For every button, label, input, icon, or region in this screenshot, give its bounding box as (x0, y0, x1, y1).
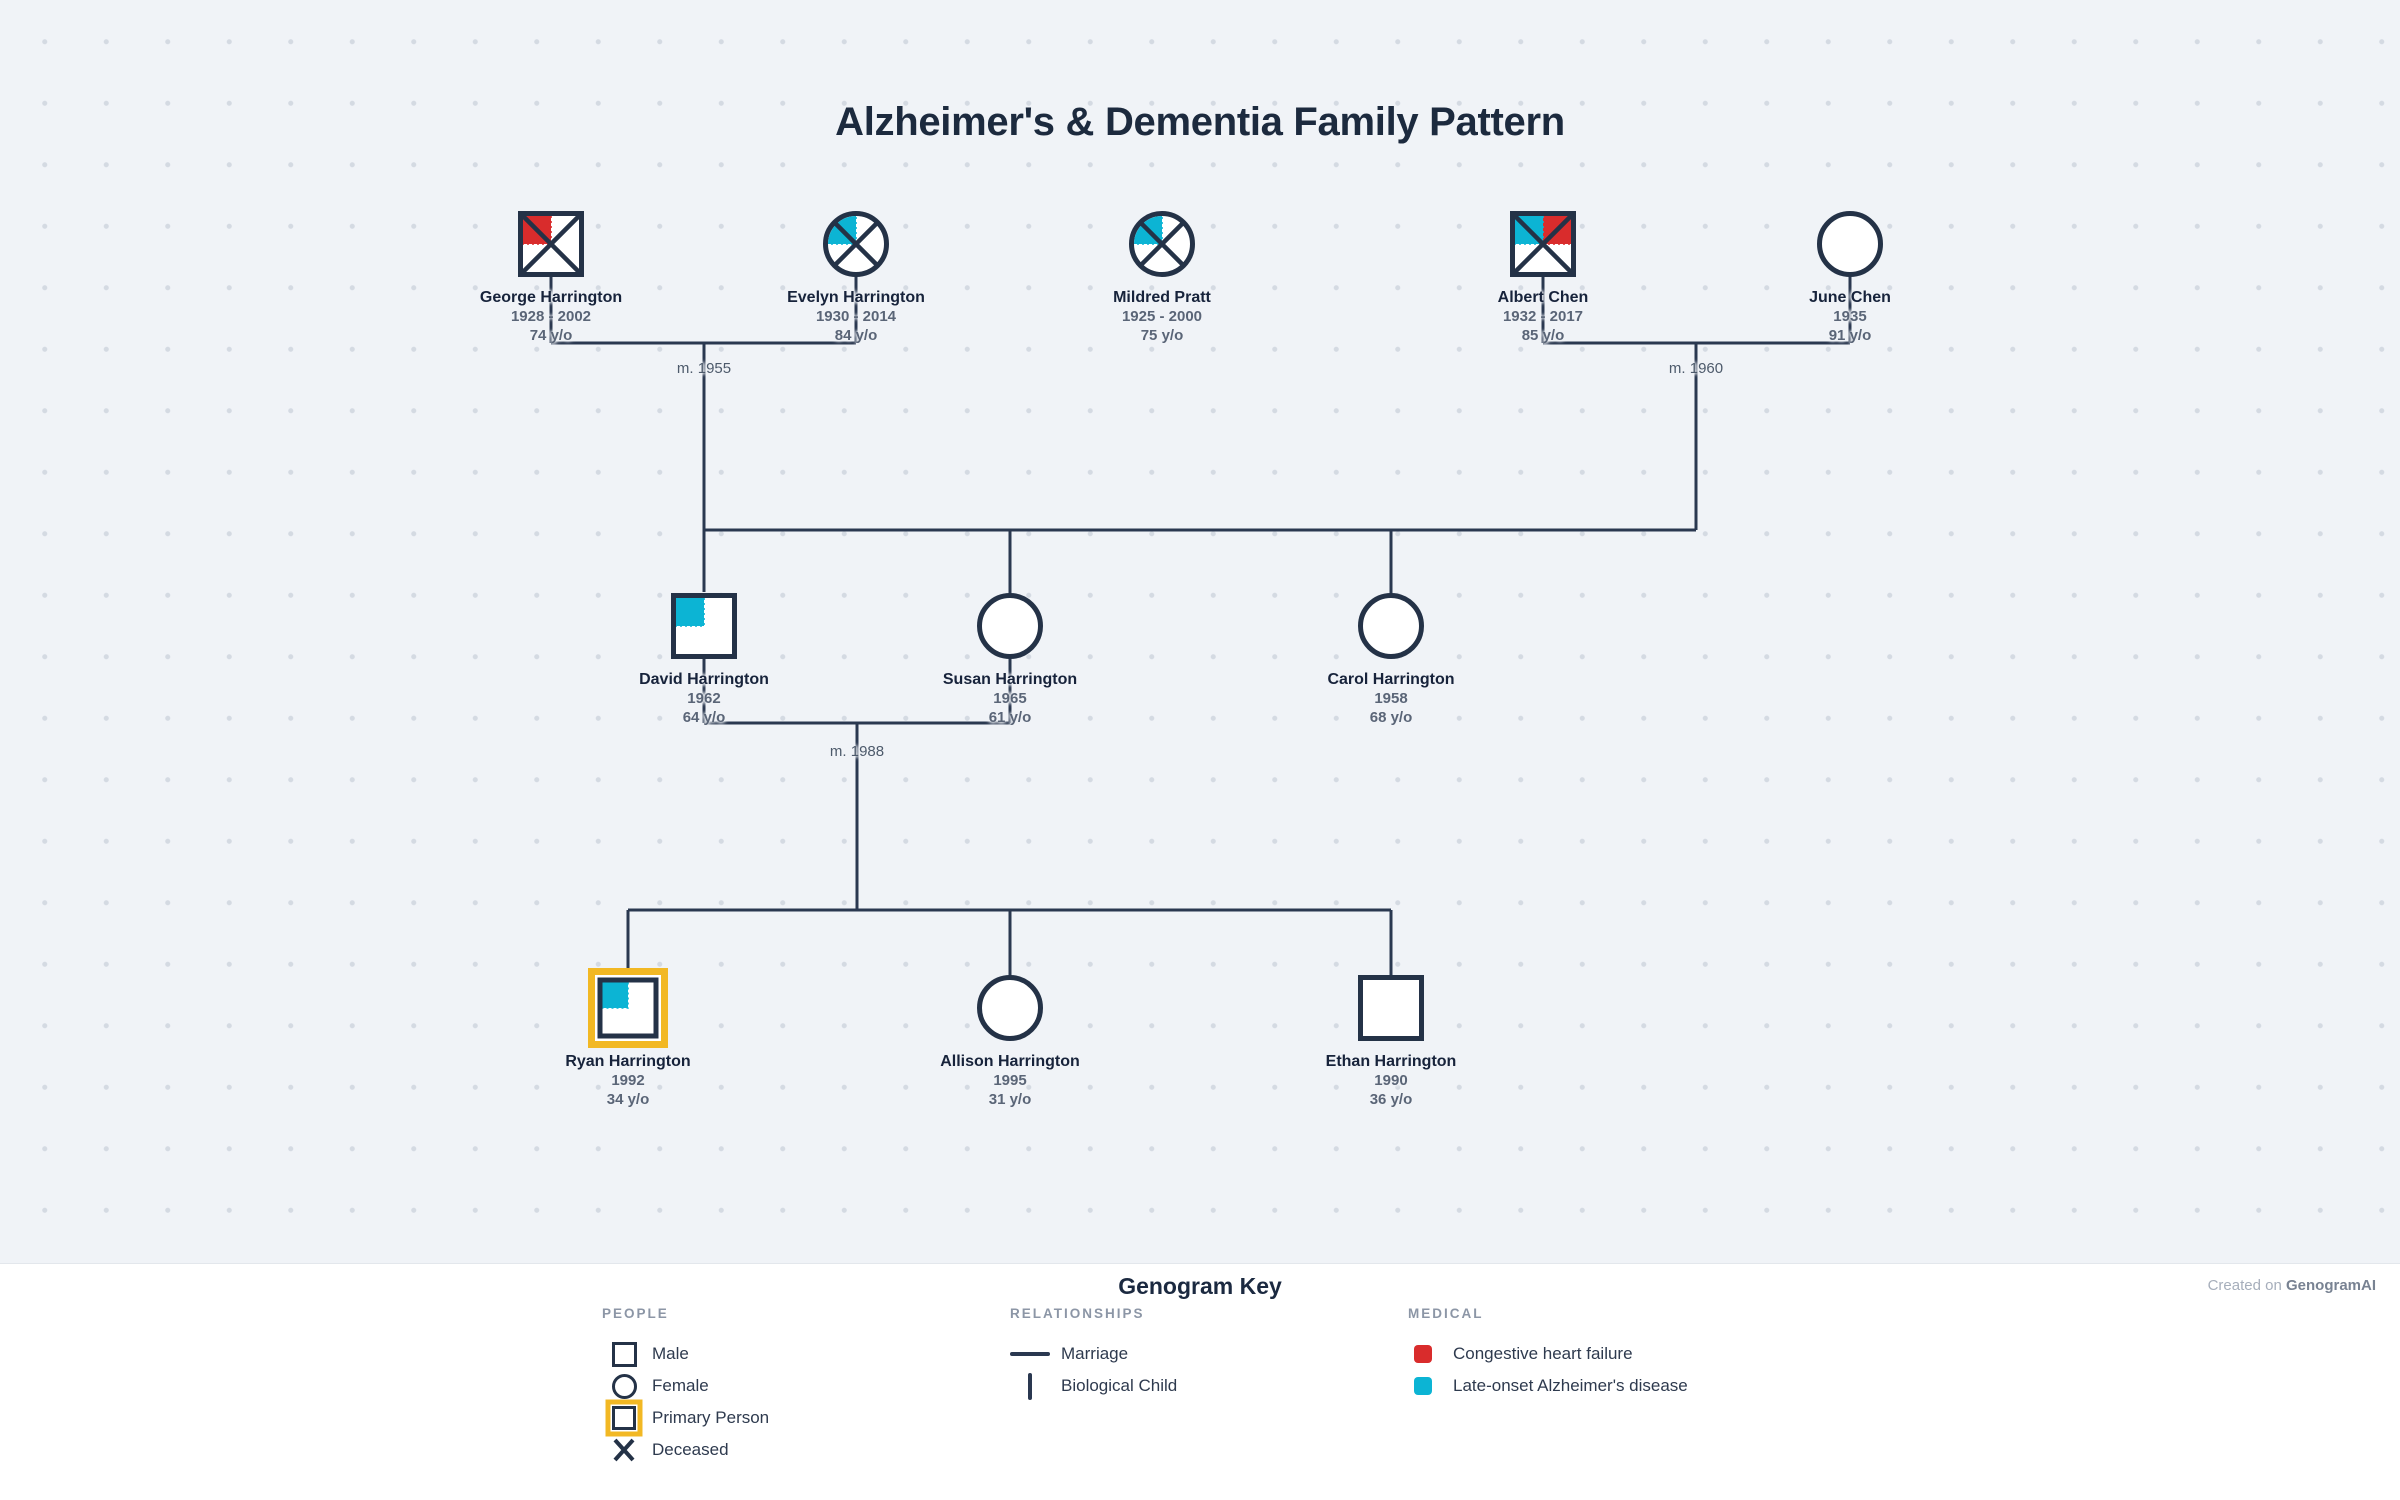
male-deceased-symbol (518, 211, 584, 277)
person-dates: 1925 - 2000 (1121, 308, 1203, 325)
key-title: Genogram Key (1118, 1273, 1282, 1299)
genogram-key-panel: Genogram Key Created on GenogramAI PEOPL… (0, 1263, 2400, 1500)
cyan-swatch-icon (1414, 1377, 1432, 1395)
person-age: 85 y/o (1521, 327, 1565, 344)
person-david-harrington[interactable]: David Harrington 1962 64 y/o (564, 591, 844, 727)
person-name: Ryan Harrington (565, 1053, 691, 1070)
condition-quadrant-alzheimers (602, 982, 628, 1008)
person-mildred-pratt[interactable]: Mildred Pratt 1925 - 2000 75 y/o (1022, 209, 1302, 345)
person-ryan-harrington[interactable]: Ryan Harrington 1992 34 y/o (488, 968, 768, 1109)
person-susan-harrington[interactable]: Susan Harrington 1965 61 y/o (870, 591, 1150, 727)
person-carol-harrington[interactable]: Carol Harrington 1958 68 y/o (1251, 591, 1531, 727)
legend-item-alzheimers: Late-onset Alzheimer's disease (1408, 1370, 1688, 1402)
credit-text: Created on GenogramAI (2208, 1277, 2376, 1294)
person-name: June Chen (1809, 289, 1891, 306)
section-header: MEDICAL (1408, 1306, 1484, 1321)
key-section-relationships: RELATIONSHIPS Marriage Biological Child (1010, 1306, 1177, 1402)
person-evelyn-harrington[interactable]: Evelyn Harrington 1930 - 2014 84 y/o (716, 209, 996, 345)
person-name: Albert Chen (1497, 289, 1589, 306)
person-dates: 1990 (1374, 1072, 1408, 1089)
person-june-chen[interactable]: June Chen 1935 91 y/o (1710, 209, 1990, 345)
person-age: 31 y/o (988, 1091, 1032, 1108)
marriage-label-1955: m. 1955 (676, 360, 732, 377)
legend-item-primary-person: Primary Person (602, 1402, 769, 1434)
person-dates: 1930 - 2014 (815, 308, 897, 325)
male-primary-symbol (588, 968, 668, 1048)
person-name: David Harrington (639, 671, 769, 688)
person-age: 36 y/o (1369, 1091, 1413, 1108)
deceased-x-icon (521, 214, 581, 274)
person-name: Susan Harrington (942, 671, 1078, 688)
person-ethan-harrington[interactable]: Ethan Harrington 1990 36 y/o (1251, 973, 1531, 1109)
genogram-canvas[interactable]: Alzheimer's & Dementia Family Pattern m.… (0, 0, 2400, 1263)
person-age: 64 y/o (682, 709, 726, 726)
section-header: PEOPLE (602, 1306, 669, 1321)
person-dates: 1965 (993, 690, 1027, 707)
person-age: 91 y/o (1828, 327, 1872, 344)
person-name: Carol Harrington (1327, 671, 1455, 688)
credit-prefix: Created on (2207, 1277, 2286, 1294)
marriage-line-icon (1010, 1351, 1050, 1357)
person-name: George Harrington (479, 289, 623, 306)
person-allison-harrington[interactable]: Allison Harrington 1995 31 y/o (870, 973, 1150, 1109)
connector-lines (549, 275, 1852, 976)
section-header: RELATIONSHIPS (1010, 1306, 1145, 1321)
legend-item-female: Female (602, 1370, 769, 1402)
female-symbol (977, 593, 1043, 659)
key-section-people: PEOPLE Male Female Primary Person Deceas… (602, 1306, 769, 1466)
marriage-label-1960: m. 1960 (1668, 360, 1724, 377)
male-square-icon (611, 1341, 637, 1367)
person-age: 68 y/o (1369, 709, 1413, 726)
legend-item-male: Male (602, 1338, 769, 1370)
legend-item-deceased: Deceased (602, 1434, 769, 1466)
person-age: 75 y/o (1140, 327, 1184, 344)
female-symbol (1817, 211, 1883, 277)
female-symbol (977, 975, 1043, 1041)
female-deceased-symbol (1129, 211, 1195, 277)
primary-person-icon (612, 1406, 636, 1430)
key-section-medical: MEDICAL Congestive heart failure Late-on… (1408, 1306, 1688, 1402)
person-dates: 1932 - 2017 (1502, 308, 1584, 325)
person-dates: 1958 (1374, 690, 1408, 707)
male-symbol (671, 593, 737, 659)
deceased-x-icon (832, 220, 880, 268)
condition-quadrant-alzheimers (676, 598, 704, 626)
person-name: Mildred Pratt (1113, 289, 1211, 306)
person-name: Ethan Harrington (1325, 1053, 1457, 1070)
person-dates: 1928 - 2002 (510, 308, 592, 325)
deceased-x-icon (613, 1438, 635, 1462)
person-dates: 1935 (1833, 308, 1867, 325)
person-dates: 1962 (687, 690, 721, 707)
female-circle-icon (611, 1373, 637, 1399)
biological-child-line-icon (1027, 1372, 1033, 1400)
person-george-harrington[interactable]: George Harrington 1928 - 2002 74 y/o (411, 209, 691, 345)
credit-brand: GenogramAI (2285, 1277, 2376, 1294)
marriage-label-1988: m. 1988 (829, 743, 885, 760)
person-age: 74 y/o (529, 327, 573, 344)
person-name: Evelyn Harrington (787, 289, 925, 306)
deceased-x-icon (1138, 220, 1186, 268)
female-deceased-symbol (823, 211, 889, 277)
deceased-x-icon (1513, 214, 1573, 274)
page-title: Alzheimer's & Dementia Family Pattern (835, 100, 1565, 144)
person-age: 84 y/o (834, 327, 878, 344)
female-symbol (1358, 593, 1424, 659)
person-name: Allison Harrington (940, 1053, 1080, 1070)
legend-item-biological-child: Biological Child (1010, 1370, 1177, 1402)
person-dates: 1992 (611, 1072, 645, 1089)
red-swatch-icon (1414, 1345, 1432, 1363)
legend-item-marriage: Marriage (1010, 1338, 1177, 1370)
person-age: 61 y/o (988, 709, 1032, 726)
person-albert-chen[interactable]: Albert Chen 1932 - 2017 85 y/o (1403, 209, 1683, 345)
person-dates: 1995 (993, 1072, 1027, 1089)
legend-item-heart-failure: Congestive heart failure (1408, 1338, 1688, 1370)
male-deceased-symbol (1510, 211, 1576, 277)
male-symbol (1358, 975, 1424, 1041)
person-age: 34 y/o (606, 1091, 650, 1108)
